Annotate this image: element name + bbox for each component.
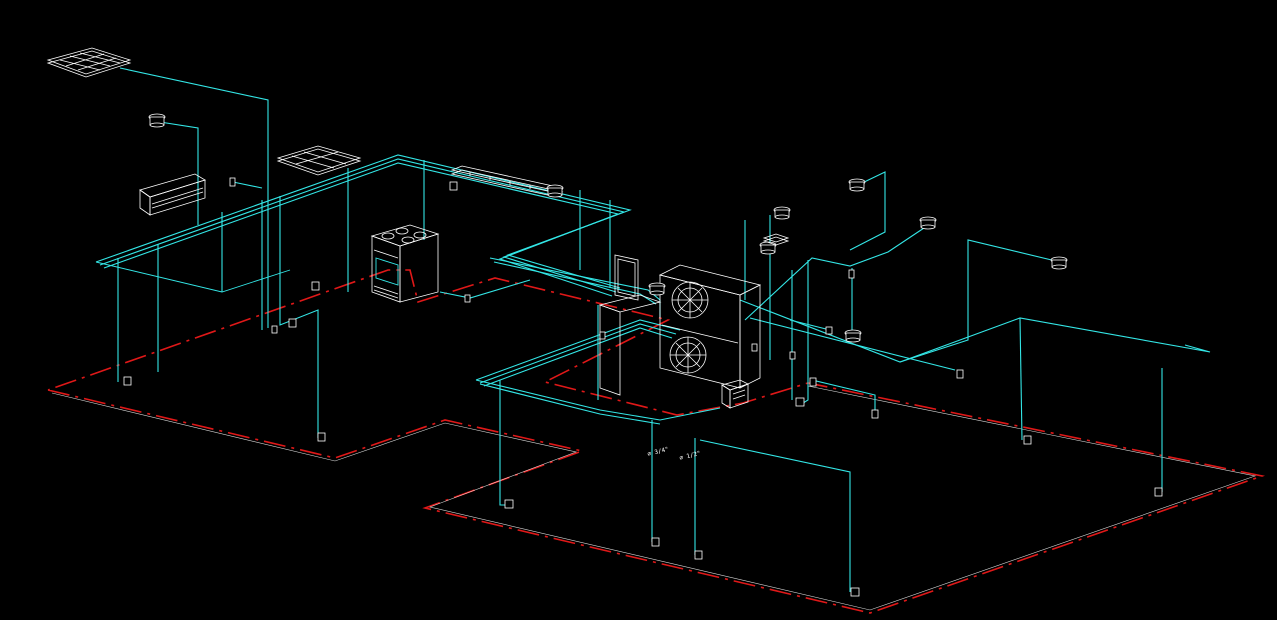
wall-outlet-icon: [123, 376, 132, 386]
wall-outlet-icon: [809, 377, 817, 387]
ceiling-grille-icon: [276, 145, 362, 176]
wall-outlet-icon: [850, 587, 860, 597]
pipe-drop-6: [232, 181, 263, 189]
ceiling-fixture-icon: [919, 216, 937, 230]
wall-outlet-icon: [956, 369, 964, 379]
wall-outlet-icon: [751, 343, 758, 352]
fan-unit-icon: [658, 264, 762, 389]
wall-outlet-icon: [1023, 435, 1032, 445]
wall-outlet-icon: [317, 432, 326, 442]
wall-outlet-icon: [464, 294, 471, 303]
wall-outlet-icon: [599, 331, 606, 340]
ceiling-fixture-icon: [848, 178, 866, 192]
pipe-size-label-2: ∅ 1/2": [679, 450, 702, 462]
ceiling-fixture-icon: [546, 184, 564, 198]
wall-outlet-icon: [789, 351, 796, 360]
pipe-loop-lower-a: [475, 319, 681, 381]
wall-outlet-icon: [651, 537, 660, 547]
pipe-loop-lower-c: [483, 327, 673, 387]
pipe-top-grille-1: [119, 67, 269, 328]
wall-outlet-icon: [795, 397, 805, 407]
pipe-left-lower: [95, 261, 291, 293]
wall-outlet-icon: [271, 325, 278, 334]
stove-icon: [370, 224, 440, 303]
ceiling-grille-icon: [46, 47, 132, 78]
ceiling-fixture-icon: [648, 282, 666, 296]
pipe-size-label-1: ∅ 3/4": [647, 446, 670, 458]
wall-outlet-icon: [1154, 487, 1163, 497]
ceiling-grille-small-icon: [762, 233, 790, 246]
wall-outlet-icon: [449, 181, 458, 191]
pipe-loop-left-a: [95, 154, 632, 289]
wall-outlet-icon: [694, 550, 703, 560]
wall-outlet-icon: [311, 281, 320, 291]
floor-walls: [47, 269, 1266, 614]
ceiling-fixture-icon: [844, 329, 862, 343]
wall-outlet-icon: [848, 269, 855, 279]
pipe-drop-17: [789, 319, 831, 331]
pipe-right-branch-2: [849, 171, 886, 251]
pipe-loop-right-b: [493, 261, 657, 305]
wall-outlets: [123, 177, 1163, 597]
wall-outlet-icon: [825, 326, 833, 335]
ac-split-icon: [139, 173, 206, 216]
pipe-right-trunk: [739, 299, 1211, 363]
compressor-icon: [721, 379, 750, 409]
wall-outlet-icon: [288, 318, 297, 328]
pipe-right-branch-1: [899, 239, 1061, 363]
cabinet-icon: [598, 294, 662, 396]
pipe-lower-return: [475, 379, 721, 421]
wall-inner-left: [51, 385, 1257, 611]
pipe-network: [95, 67, 1211, 592]
wall-outlet-icon: [229, 177, 236, 187]
ceiling-fixture-icon: [1050, 256, 1068, 270]
pipe-annotations: ∅ 3/4" ∅ 1/2": [647, 446, 702, 462]
ceiling-fixtures: [148, 113, 1068, 343]
pipe-drop-5: [279, 196, 319, 438]
wall-left-room: [47, 269, 1266, 614]
pipe-drop-18: [811, 379, 876, 414]
pipe-right-branch-4: [749, 317, 956, 371]
pipe-right-branch-5: [1019, 317, 1023, 441]
pipe-right-branch-3: [744, 223, 931, 321]
pipe-drop-10: [699, 439, 851, 592]
pipe-drop-7: [499, 380, 512, 506]
ceiling-fixture-icon: [773, 206, 791, 220]
wall-outlet-icon: [504, 499, 514, 509]
pipe-top-fixture-1: [159, 121, 199, 225]
ceiling-fixture-icon: [148, 113, 166, 128]
pipe-lower-return-b: [479, 383, 661, 425]
wall-outlet-icon: [871, 409, 879, 419]
pipe-loop-lower-b: [479, 323, 677, 384]
